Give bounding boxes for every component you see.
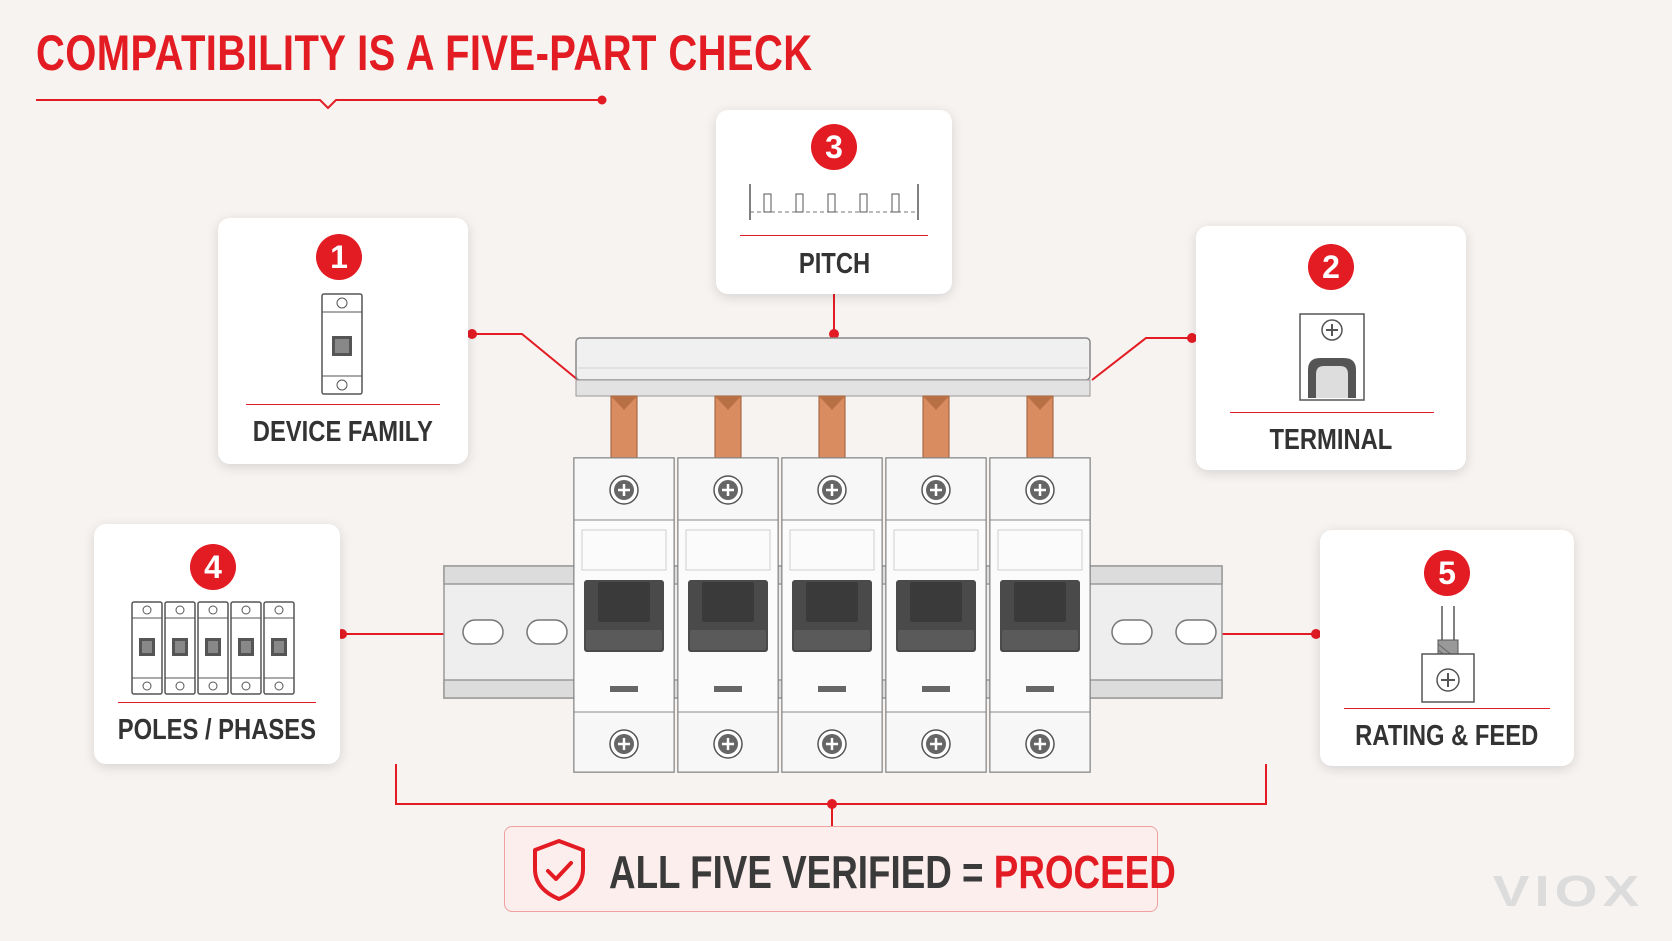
badge-2: 2 (1308, 244, 1354, 290)
single-breaker-icon (321, 293, 363, 395)
badge-1: 1 (316, 234, 362, 280)
breaker-row (573, 395, 1091, 773)
verification-banner: ALL FIVE VERIFIED = PROCEED (504, 826, 1176, 912)
viox-logo: VIOX (1492, 867, 1644, 916)
card-rating-feed: 5 RATING & FEED (1320, 530, 1574, 766)
card-pitch: 3 PITCH (716, 110, 952, 294)
badge-3: 3 (811, 124, 857, 170)
card-rule (740, 235, 928, 236)
card-rule (246, 404, 440, 405)
card-label-rating-feed: RATING & FEED (1355, 720, 1539, 752)
badge-5: 5 (1424, 550, 1470, 596)
proceed-text: PROCEED (993, 846, 1176, 898)
card-rule (118, 702, 316, 703)
card-label-poles-phases: POLES / PHASES (117, 714, 317, 746)
badge-4: 4 (190, 544, 236, 590)
shield-check-icon (533, 839, 585, 901)
card-rule (1230, 412, 1434, 413)
breaker-module (781, 395, 883, 773)
equals-sign: = (951, 846, 994, 898)
verification-text: ALL FIVE VERIFIED (609, 846, 952, 898)
card-poles-phases: 4 POLES / PHASES (94, 524, 340, 764)
breaker-module (677, 395, 779, 773)
card-label-terminal: TERMINAL (1269, 424, 1393, 456)
breaker-module (573, 395, 675, 773)
breaker-module (885, 395, 987, 773)
pitch-icon (749, 184, 919, 220)
busbar (575, 337, 1091, 397)
page-title: COMPATIBILITY IS A FIVE-PART CHECK (36, 25, 813, 81)
multi-pole-breaker-icon (131, 601, 295, 695)
breaker-module (989, 395, 1091, 773)
card-terminal: 2 TERMINAL (1196, 226, 1466, 470)
terminal-icon (1299, 313, 1365, 401)
card-device-family: 1 DEVICE FAMILY (218, 218, 468, 464)
card-label-pitch: PITCH (798, 248, 870, 280)
card-rule (1344, 708, 1550, 709)
feed-wire-icon (1421, 606, 1475, 703)
card-label-device-family: DEVICE FAMILY (252, 416, 434, 448)
title-underline (36, 95, 607, 110)
